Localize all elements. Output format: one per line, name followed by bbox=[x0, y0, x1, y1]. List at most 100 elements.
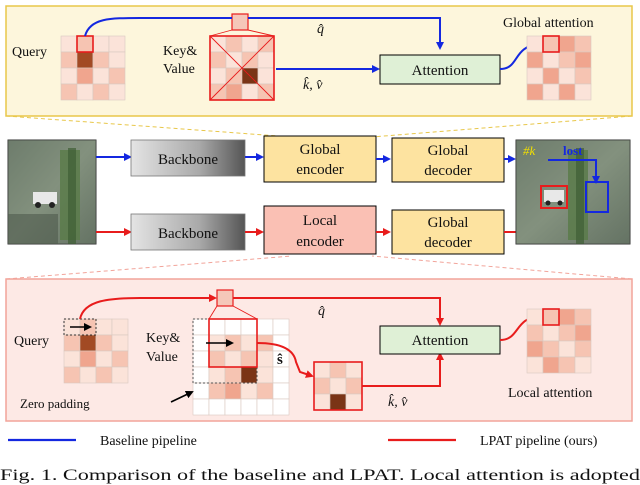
heatmap-cell bbox=[108, 51, 126, 69]
local-encoder-box bbox=[263, 205, 377, 255]
bottom-kv-arrow bbox=[362, 352, 444, 387]
figure-caption: Fig. 1. Comparison of the baseline and L… bbox=[0, 467, 640, 484]
legend: Baseline pipeline LPAT pipeline (ours) bbox=[8, 434, 598, 449]
heatmap-cell bbox=[79, 366, 97, 384]
heatmap-cell bbox=[257, 67, 275, 85]
heatmap-cell bbox=[558, 324, 576, 342]
top-attention-label: Attention bbox=[412, 63, 469, 79]
heatmap-cell bbox=[192, 350, 210, 368]
global-decoder-top-label-2: decoder bbox=[424, 163, 471, 179]
heatmap-cell bbox=[209, 67, 227, 85]
heatmap-cell bbox=[526, 324, 544, 342]
heatmap-cell bbox=[95, 366, 113, 384]
heatmap-cell bbox=[92, 35, 110, 53]
heatmap-cell bbox=[542, 340, 560, 358]
global-decoder-bottom-box bbox=[391, 209, 505, 255]
heatmap-cell bbox=[526, 35, 544, 53]
heatmap-cell bbox=[558, 83, 576, 101]
output-image bbox=[515, 139, 631, 245]
heatmap-cell bbox=[526, 356, 544, 374]
top-patch-line-1 bbox=[209, 29, 233, 37]
heatmap-cell bbox=[79, 334, 97, 352]
heatmap-cell bbox=[542, 51, 560, 69]
bottom-q-hat: q̂ bbox=[318, 304, 325, 319]
heatmap-cell bbox=[542, 308, 560, 326]
top-query-label: Query bbox=[12, 45, 47, 60]
input-image bbox=[7, 139, 97, 245]
heatmap-cell bbox=[95, 318, 113, 336]
heatmap-cell bbox=[345, 393, 363, 411]
zero-padding-arrow bbox=[170, 390, 194, 403]
top-kv-label-1: Key& bbox=[163, 44, 197, 59]
bottom-query-label: Query bbox=[14, 334, 49, 349]
heatmap-cell bbox=[256, 366, 274, 384]
heatmap-cell bbox=[63, 366, 81, 384]
bottom-panel-connector-left bbox=[5, 255, 293, 280]
heatmap-cell bbox=[92, 67, 110, 85]
heatmap-cell bbox=[76, 51, 94, 69]
heatmap-cell bbox=[240, 398, 258, 416]
heatmap-cell bbox=[574, 35, 592, 53]
heatmap-cell bbox=[574, 67, 592, 85]
heatmap-cell bbox=[111, 318, 129, 336]
bottom-kv-label-2: Value bbox=[146, 350, 178, 365]
heatmap-cell bbox=[313, 393, 331, 411]
backbone-top-label: Backbone bbox=[158, 152, 218, 168]
track-id-label: #k bbox=[523, 143, 536, 158]
heatmap-cell bbox=[225, 35, 243, 53]
heatmap-cell bbox=[574, 51, 592, 69]
heatmap-cell bbox=[209, 51, 227, 69]
heatmap-cell bbox=[558, 35, 576, 53]
heatmap-cell bbox=[526, 67, 544, 85]
heatmap-cell bbox=[108, 67, 126, 85]
middle-pipeline: Backbone Global encoder Global decoder B… bbox=[7, 135, 631, 255]
heatmap-cell bbox=[208, 382, 226, 400]
heatmap-cell bbox=[92, 83, 110, 101]
bottom-kv-label-1: Key& bbox=[146, 331, 180, 346]
heatmap-cell bbox=[526, 83, 544, 101]
heatmap-cell bbox=[272, 318, 290, 336]
lost-label: lost bbox=[563, 143, 583, 158]
bottom-attention-label: Attention bbox=[412, 333, 469, 349]
heatmap-cell bbox=[574, 356, 592, 374]
heatmap-cell bbox=[225, 83, 243, 101]
global-decoder-bottom-label-1: Global bbox=[428, 215, 469, 231]
heatmap-cell bbox=[224, 398, 242, 416]
top-kv-frame bbox=[209, 35, 275, 101]
heatmap-cell bbox=[313, 377, 331, 395]
top-kv-diag-2 bbox=[209, 35, 275, 101]
bottom-s-arrow bbox=[256, 342, 314, 378]
heatmap-cell bbox=[542, 356, 560, 374]
heatmap-cell bbox=[224, 350, 242, 368]
heatmap-cell bbox=[329, 377, 347, 395]
heatmap-cell bbox=[574, 324, 592, 342]
heatmap-cell bbox=[76, 67, 94, 85]
heatmap-cell bbox=[76, 35, 94, 53]
heatmap-cell bbox=[192, 318, 210, 336]
heatmap-cell bbox=[240, 366, 258, 384]
top-kv-hat: k̂, v̂ bbox=[303, 76, 323, 93]
heatmap-cell bbox=[63, 350, 81, 368]
top-q-hat: q̂ bbox=[317, 22, 324, 37]
output-lost-arrow bbox=[548, 159, 600, 184]
heatmap-cell bbox=[574, 340, 592, 358]
global-encoder-box bbox=[263, 135, 377, 183]
heatmap-cell bbox=[224, 382, 242, 400]
heatmap-cell bbox=[208, 366, 226, 384]
heatmap-cell bbox=[256, 350, 274, 368]
heatmap-cell bbox=[558, 340, 576, 358]
heatmap-cell bbox=[224, 366, 242, 384]
top-global-attention-label: Global attention bbox=[503, 16, 594, 31]
heatmap-cell bbox=[95, 334, 113, 352]
heatmap-cell bbox=[526, 340, 544, 358]
heatmap-cell bbox=[224, 318, 242, 336]
heatmap-cell bbox=[345, 377, 363, 395]
top-patch-line-2 bbox=[247, 29, 275, 37]
heatmap-cell bbox=[240, 350, 258, 368]
heatmap-cell bbox=[256, 318, 274, 336]
local-encoder-label-2: encoder bbox=[296, 234, 343, 250]
heatmap-cell bbox=[329, 361, 347, 379]
heatmap-cell bbox=[111, 366, 129, 384]
